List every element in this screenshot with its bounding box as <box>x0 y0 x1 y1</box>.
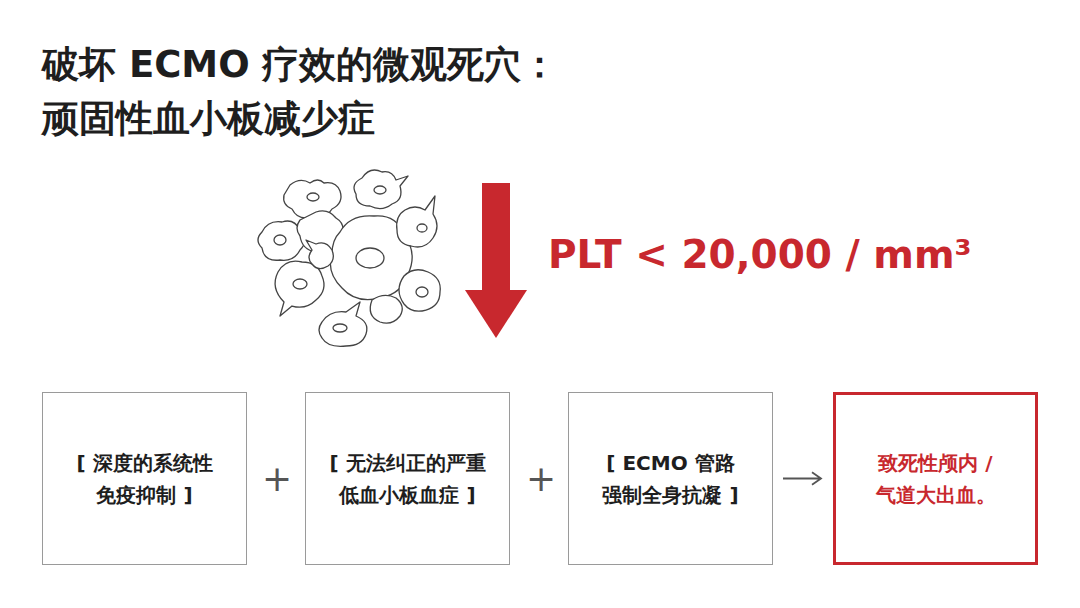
box-text: [ 无法纠正的严重 低血小板血症 ] <box>312 447 503 511</box>
slide-title: 破坏 ECMO 疗效的微观死穴： 顽固性血小板减少症 <box>42 38 582 146</box>
box-text: [ 深度的系统性 免疫抑制 ] <box>49 447 240 511</box>
factor-box: [ 深度的系统性 免疫抑制 ] <box>42 392 247 565</box>
plus-sign: + <box>526 458 556 499</box>
arrow-line <box>783 472 821 485</box>
box-text: [ ECMO 管路 强制全身抗凝 ] <box>575 447 766 511</box>
platelet-cluster <box>258 170 440 346</box>
flow-arrow <box>783 472 821 485</box>
factor-box: [ ECMO 管路 强制全身抗凝 ] <box>568 392 773 565</box>
plus-sign: + <box>262 458 292 499</box>
outcome-box: 致死性颅内 /气道大出血。 <box>833 392 1038 565</box>
box-text: 致死性颅内 /气道大出血。 <box>840 447 1031 511</box>
platelet-count: PLT < 20,000 / mm³ <box>548 232 972 277</box>
factor-box: [ 无法纠正的严重 低血小板血症 ] <box>305 392 510 565</box>
decrease-arrow <box>465 183 527 338</box>
